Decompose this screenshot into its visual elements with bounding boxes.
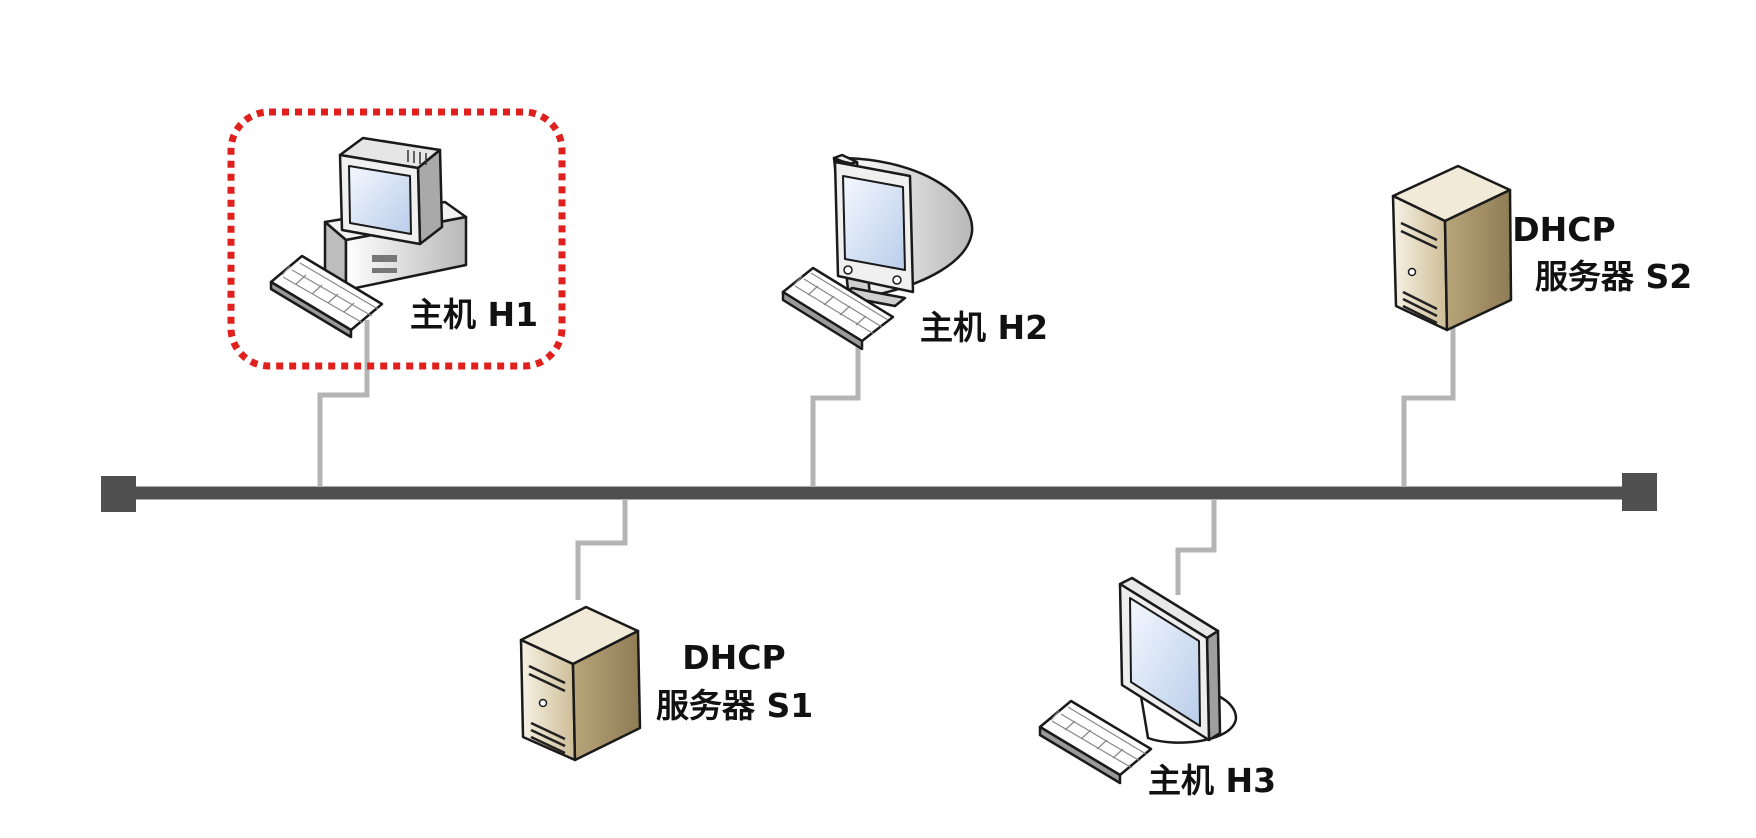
s2-label-line2: 服务器 S2 (1535, 257, 1692, 296)
s2-label-line1: DHCP (1512, 210, 1615, 249)
bus-terminator-right (1622, 473, 1657, 511)
flat-monitor-icon (1038, 576, 1238, 785)
h1-connector (317, 320, 370, 487)
h1-label: 主机 H1 (410, 295, 538, 334)
h2-label: 主机 H2 (920, 308, 1048, 347)
s1-connector (575, 499, 628, 600)
tower-server-icon (519, 605, 642, 762)
desktop-pc-icon (269, 136, 468, 339)
h3-label: 主机 H3 (1148, 761, 1276, 800)
tower-server-icon (1391, 164, 1513, 332)
h1-highlight-box (227, 108, 566, 370)
bus-terminator-left (101, 476, 136, 512)
s1-label-line2: 服务器 S1 (656, 686, 813, 725)
h3-connector (1175, 499, 1217, 595)
h2-connector (810, 338, 861, 487)
crt-monitor-icon (781, 153, 974, 351)
s2-connector (1401, 322, 1456, 487)
s1-label-line1: DHCP (682, 638, 785, 677)
